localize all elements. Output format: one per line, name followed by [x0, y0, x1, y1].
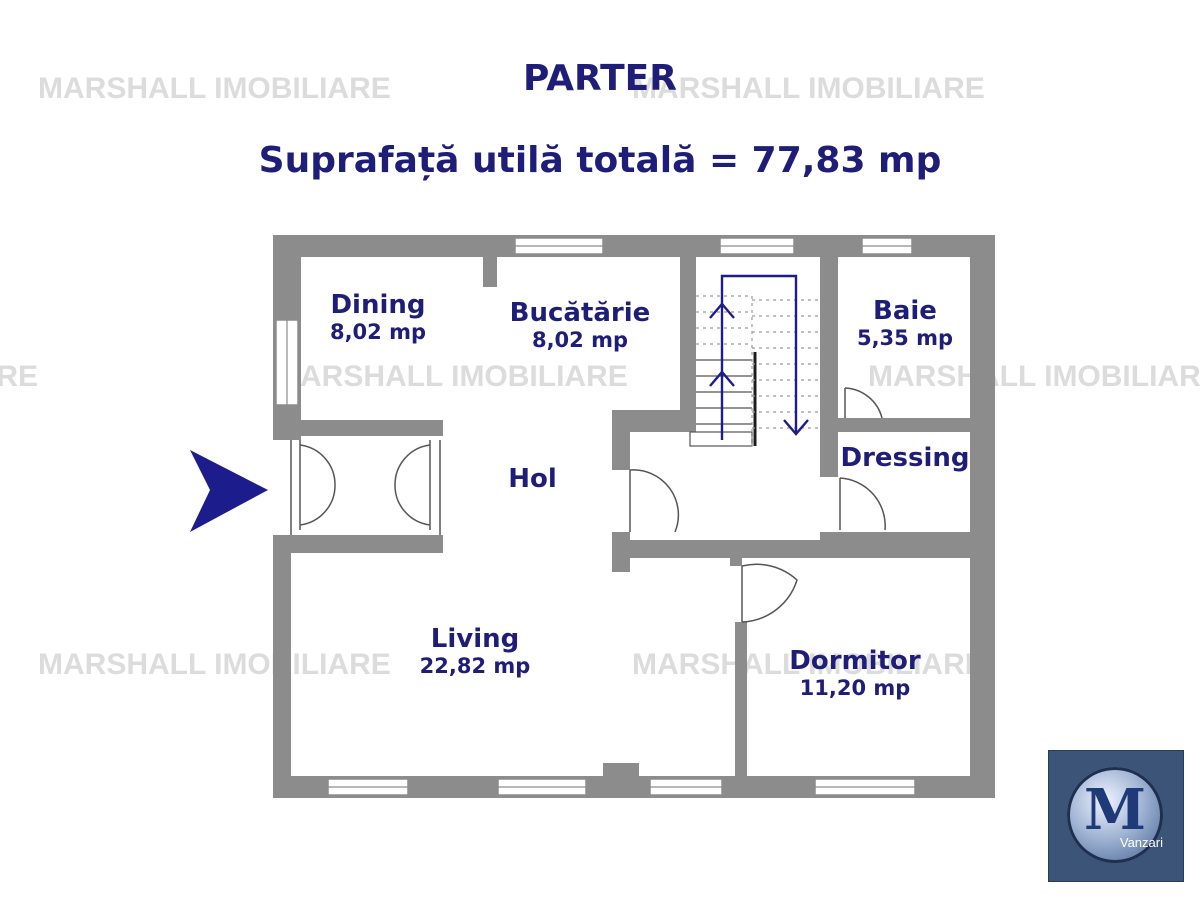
interior-walls — [273, 257, 994, 798]
logo-emblem: M — [1067, 767, 1163, 863]
room-baie-name: Baie — [873, 296, 937, 326]
watermark: MARSHALL IMOBILIARE — [632, 648, 985, 681]
watermark: MARSHALL IMOBILIARE — [868, 360, 1200, 393]
watermark: MARSHALL IMOBILIARE — [275, 360, 628, 393]
room-dining: Dining 8,02 mp — [318, 290, 438, 344]
stairs-icon — [689, 257, 820, 447]
room-baie: Baie 5,35 mp — [845, 296, 965, 350]
room-dining-name: Dining — [330, 290, 426, 320]
room-dressing: Dressing — [840, 443, 970, 473]
room-dormitor: Dormitor 11,20 mp — [780, 646, 930, 700]
plan-title: PARTER — [523, 58, 677, 99]
watermark: MARSHALL IMOBILIARE — [38, 72, 391, 105]
window-lines — [286, 245, 915, 788]
room-bucatarie-area: 8,02 mp — [531, 328, 629, 352]
room-living: Living 22,82 mp — [400, 624, 550, 678]
watermark: MARSHALL IMOBILIARE — [0, 360, 38, 393]
room-living-area: 22,82 mp — [419, 654, 531, 678]
room-dressing-name: Dressing — [840, 443, 970, 473]
total-area-heading: Suprafață utilă totală = 77,83 mp — [258, 140, 942, 181]
room-living-name: Living — [430, 624, 520, 654]
room-dormitor-area: 11,20 mp — [799, 676, 911, 700]
room-hol: Hol — [490, 464, 575, 494]
room-bucatarie-name: Bucătărie — [509, 298, 651, 328]
room-baie-area: 5,35 mp — [856, 326, 954, 350]
entrance-arrow-icon — [190, 450, 268, 532]
logo-text: Vanzari — [1119, 835, 1163, 850]
entrance-doors — [290, 440, 441, 535]
company-logo: M Vanzari — [1048, 750, 1184, 882]
logo-letter: M — [1084, 777, 1146, 843]
watermark: MARSHALL IMOBILIARE — [38, 648, 391, 681]
room-hol-name: Hol — [508, 464, 557, 494]
room-bucatarie: Bucătărie 8,02 mp — [500, 298, 660, 352]
room-dormitor-name: Dormitor — [789, 646, 921, 676]
door-swings — [629, 387, 886, 623]
room-dining-area: 8,02 mp — [329, 320, 427, 344]
watermark: MARSHALL IMOBILIARE — [632, 72, 985, 105]
